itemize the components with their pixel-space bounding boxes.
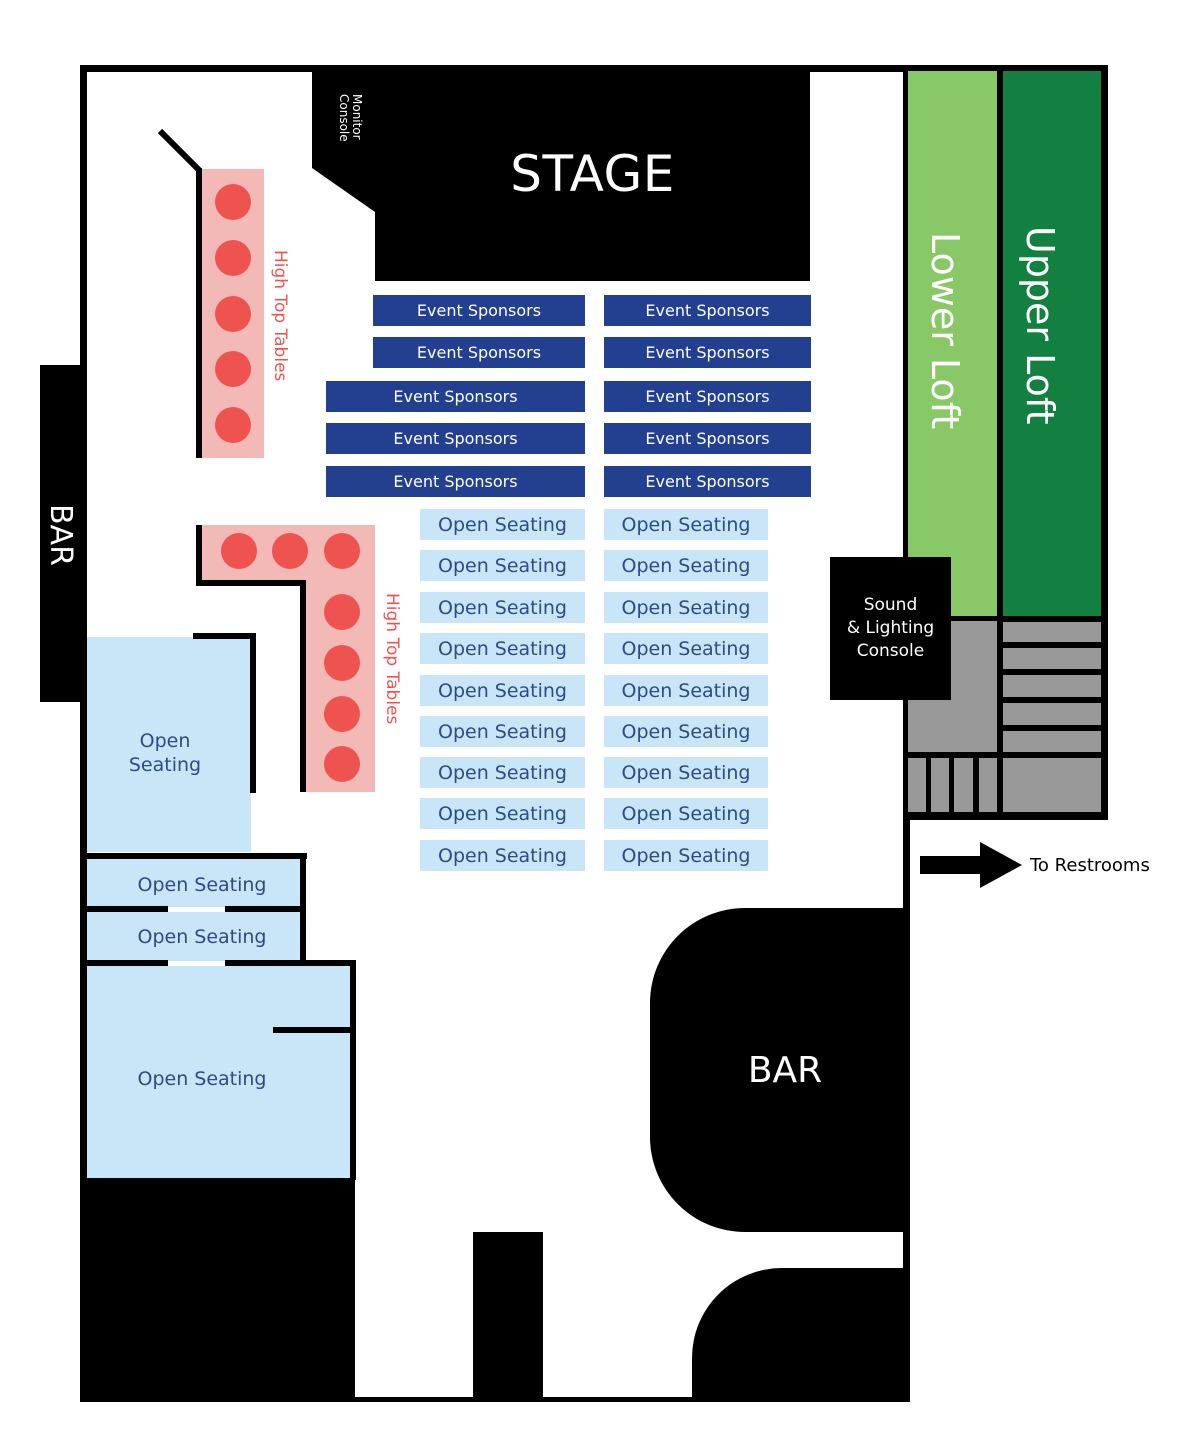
sound-lighting-console: Sound & Lighting Console bbox=[830, 557, 951, 700]
main-bar: BAR bbox=[650, 908, 910, 1232]
high-top-table[interactable] bbox=[221, 533, 257, 569]
open-seating-side-label: Open Seating bbox=[128, 730, 202, 776]
arrow-right-icon bbox=[920, 842, 1022, 888]
open-seating-side-area[interactable] bbox=[87, 637, 251, 852]
open-seating-row[interactable]: Open Seating bbox=[604, 716, 768, 747]
open-seating-row[interactable]: Open Seating bbox=[420, 592, 585, 623]
loft-step bbox=[1003, 675, 1101, 697]
open-seating-row[interactable]: Open Seating bbox=[604, 798, 768, 829]
event-sponsors-row[interactable]: Event Sponsors bbox=[604, 423, 811, 454]
loft-step bbox=[931, 758, 949, 812]
open-seating-row[interactable]: Open Seating bbox=[604, 550, 768, 581]
open-seating-room-label: Open Seating bbox=[137, 926, 267, 948]
wall bbox=[250, 633, 256, 793]
wall bbox=[82, 960, 168, 966]
high-top-table[interactable] bbox=[215, 184, 251, 220]
event-sponsors-row[interactable]: Event Sponsors bbox=[604, 295, 811, 326]
open-seating-row[interactable]: Open Seating bbox=[420, 509, 585, 540]
loft-step bbox=[1003, 648, 1101, 669]
open-seating-row[interactable]: Open Seating bbox=[420, 716, 585, 747]
high-top-table[interactable] bbox=[324, 746, 360, 782]
lower-loft[interactable] bbox=[908, 71, 997, 616]
wall bbox=[196, 525, 202, 585]
stage-label: STAGE bbox=[510, 145, 675, 203]
event-sponsors-row[interactable]: Event Sponsors bbox=[604, 381, 811, 412]
open-seating-row[interactable]: Open Seating bbox=[604, 840, 768, 871]
lower-loft-label: Lower Loft bbox=[923, 232, 967, 430]
wall bbox=[350, 960, 356, 1180]
open-seating-row[interactable]: Open Seating bbox=[420, 550, 585, 581]
wall bbox=[300, 580, 306, 792]
wall bbox=[196, 580, 306, 586]
open-seating-row[interactable]: Open Seating bbox=[604, 675, 768, 706]
corner-block bbox=[692, 1268, 910, 1402]
wall bbox=[193, 633, 256, 639]
high-top-table[interactable] bbox=[324, 533, 360, 569]
event-sponsors-row[interactable]: Event Sponsors bbox=[326, 466, 585, 497]
open-seating-row[interactable]: Open Seating bbox=[420, 798, 585, 829]
open-seating-row[interactable]: Open Seating bbox=[604, 509, 768, 540]
wall bbox=[82, 906, 168, 912]
open-seating-row[interactable]: Open Seating bbox=[604, 592, 768, 623]
high-top-table[interactable] bbox=[215, 296, 251, 332]
high-top-table[interactable] bbox=[324, 594, 360, 630]
side-bar-label: BAR bbox=[43, 504, 79, 566]
loft-step bbox=[908, 758, 926, 812]
upper-loft[interactable] bbox=[1003, 71, 1101, 616]
event-sponsors-row[interactable]: Event Sponsors bbox=[326, 381, 585, 412]
pillar bbox=[473, 1232, 543, 1402]
open-seating-room-label: Open Seating bbox=[137, 1068, 267, 1090]
wall bbox=[80, 853, 307, 859]
wall bbox=[196, 168, 202, 458]
high-top-table[interactable] bbox=[215, 240, 251, 276]
loft-step bbox=[954, 758, 973, 812]
high-top-tables-label: High Top Tables bbox=[270, 250, 290, 382]
wall bbox=[300, 853, 306, 963]
high-top-table[interactable] bbox=[324, 645, 360, 681]
upper-loft-label: Upper Loft bbox=[1018, 226, 1062, 425]
open-seating-room-label: Open Seating bbox=[137, 874, 267, 896]
restrooms-label[interactable]: To Restrooms bbox=[1030, 855, 1150, 876]
high-top-table[interactable] bbox=[324, 696, 360, 732]
open-seating-row[interactable]: Open Seating bbox=[420, 675, 585, 706]
open-seating-row[interactable]: Open Seating bbox=[604, 633, 768, 664]
open-seating-room-1[interactable] bbox=[87, 858, 300, 907]
event-sponsors-row[interactable]: Event Sponsors bbox=[326, 423, 585, 454]
event-sponsors-row[interactable]: Event Sponsors bbox=[373, 337, 585, 368]
loft-step bbox=[1003, 731, 1101, 752]
high-top-table[interactable] bbox=[272, 533, 308, 569]
high-top-tables-label: High Top Tables bbox=[382, 593, 402, 725]
loft-step bbox=[1003, 622, 1101, 642]
high-top-table[interactable] bbox=[215, 351, 251, 387]
wall bbox=[273, 1027, 353, 1033]
open-seating-room-2[interactable] bbox=[87, 912, 300, 961]
open-seating-room-3[interactable] bbox=[87, 966, 350, 1178]
monitor-console-label: Monitor Console bbox=[337, 94, 364, 142]
loft-step bbox=[979, 758, 997, 812]
loft-step bbox=[1003, 758, 1101, 812]
lower-left-block bbox=[80, 1178, 355, 1402]
event-sponsors-row[interactable]: Event Sponsors bbox=[604, 337, 811, 368]
stage-shape bbox=[157, 70, 810, 281]
high-top-table[interactable] bbox=[215, 407, 251, 443]
loft-step bbox=[1003, 703, 1101, 725]
open-seating-row[interactable]: Open Seating bbox=[604, 757, 768, 788]
side-bar bbox=[40, 365, 82, 702]
wall bbox=[225, 906, 303, 912]
open-seating-row[interactable]: Open Seating bbox=[420, 633, 585, 664]
open-seating-row[interactable]: Open Seating bbox=[420, 757, 585, 788]
event-sponsors-row[interactable]: Event Sponsors bbox=[604, 466, 811, 497]
wall bbox=[225, 960, 356, 966]
event-sponsors-row[interactable]: Event Sponsors bbox=[373, 295, 585, 326]
open-seating-row[interactable]: Open Seating bbox=[420, 840, 585, 871]
